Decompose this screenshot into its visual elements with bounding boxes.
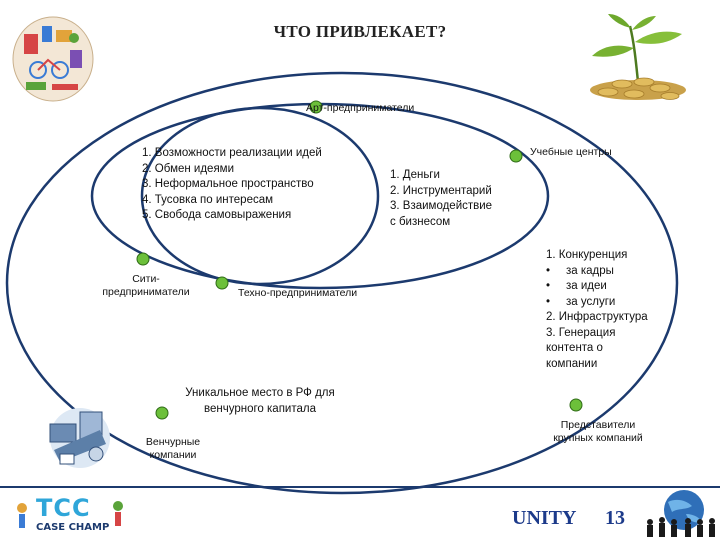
label-corporate-line2: крупных компаний: [553, 432, 643, 444]
node-venture: [155, 406, 169, 420]
bullet-icon: •: [546, 280, 551, 292]
unique-place-line1: Уникальное место в РФ для: [185, 387, 335, 399]
list-item: с бизнесом: [390, 215, 451, 228]
subitem-label: за услуги: [566, 295, 616, 308]
label-corporate-representatives: Представители крупных компаний: [540, 419, 656, 445]
node-corporate: [569, 398, 583, 412]
page-number: 13: [605, 507, 625, 529]
label-city-line2: предприниматели: [102, 286, 190, 298]
bullet-icon: •: [546, 295, 551, 308]
label-techno-entrepreneurs: Техно-предприниматели: [238, 287, 358, 299]
list-item: 2. Инфраструктура: [546, 311, 648, 323]
label-city-line1: Сити-: [132, 273, 160, 285]
subitem-label: за идеи: [566, 280, 607, 292]
unity-brand: UNITY: [512, 507, 577, 529]
outer-ellipse: [5, 71, 679, 495]
label-venture-line1: Венчурные: [145, 436, 201, 448]
logo-text: CASE CHAMP: [36, 522, 110, 533]
case-champ-logo: TCC CASE CHAMP: [14, 494, 126, 536]
case-champ-logo-mark: [17, 501, 123, 528]
technology-collage-image: [49, 408, 110, 468]
node-city: [136, 252, 150, 266]
list-item: 1. Возможности реализации идей: [142, 147, 322, 159]
list-item: 1. Конкуренция: [546, 249, 628, 261]
node-art: [309, 100, 323, 114]
list-item: 4. Тусовка по интересам: [142, 193, 274, 206]
list-item: 3. Взаимодействие: [390, 200, 493, 212]
unique-place-line2: венчурного капитала: [204, 402, 316, 415]
label-venture-line2: компании: [149, 449, 197, 461]
label-corporate-line1: Представители: [560, 419, 636, 431]
label-art-entrepreneurs: Арт-предприниматели: [306, 102, 415, 114]
plant-coins-image: [590, 14, 686, 100]
page-title: ЧТО ПРИВЛЕКАЕТ?: [273, 22, 447, 41]
inner-ellipse: [140, 106, 380, 286]
logo-letters: TCC: [36, 494, 91, 522]
subitem-label: за кадры: [566, 264, 614, 277]
bullet-icon: •: [546, 264, 551, 277]
list-item: 5. Свобода самовыражения: [142, 209, 292, 221]
list-item: 3. Генерация: [546, 326, 616, 339]
list-item: 3. Неформальное пространство: [142, 178, 314, 190]
list-subitem: • за услуги: [546, 295, 648, 311]
list-item: компании: [546, 357, 598, 370]
middle-attractions-list: 1. Деньги 2. Инструментарий 3. Взаимодей…: [390, 168, 492, 230]
list-subitem: • за идеи: [546, 279, 648, 295]
list-item: контента о: [546, 342, 603, 354]
label-city-entrepreneurs: Сити- предприниматели: [96, 273, 196, 299]
list-subitem: • за кадры: [546, 264, 648, 280]
list-item: 1. Деньги: [390, 169, 440, 181]
label-venture-companies: Венчурные компании: [138, 436, 208, 462]
lifestyle-illustration: [12, 16, 94, 102]
node-education: [509, 149, 523, 163]
label-education-centers: Учебные центры: [530, 146, 612, 158]
unique-place-caption: Уникальное место в РФ для венчурного кап…: [170, 386, 350, 417]
list-item: 2. Обмен идеями: [142, 162, 234, 175]
list-item: 2. Инструментарий: [390, 184, 492, 197]
outer-attractions-list: 1. Конкуренция • за кадры • за идеи • за ус…: [546, 248, 648, 372]
globe-people-image: [647, 490, 715, 537]
node-techno: [215, 276, 229, 290]
inner-attractions-list: 1. Возможности реализации идей 2. Обмен …: [142, 146, 322, 224]
footer-divider: [0, 486, 720, 488]
